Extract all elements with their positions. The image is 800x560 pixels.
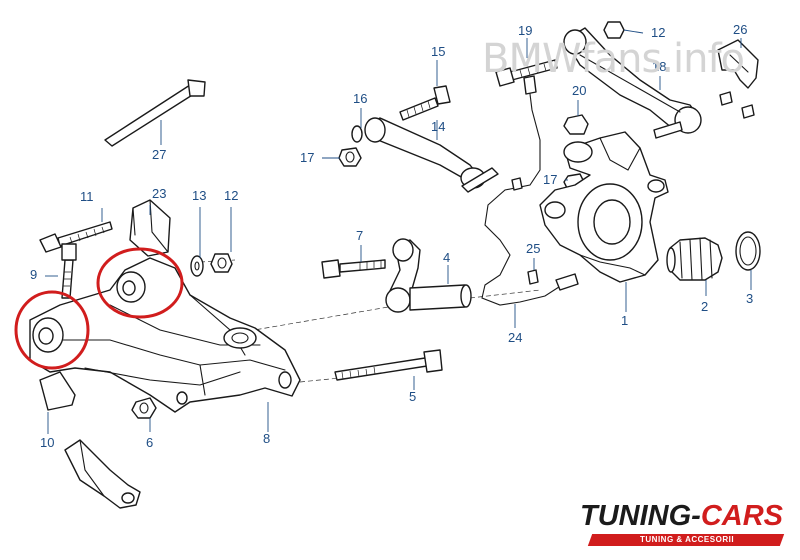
nut-12-top bbox=[603, 21, 625, 39]
callout-26: 26 bbox=[733, 22, 748, 37]
long-bolt-11 bbox=[39, 221, 113, 253]
logo-title-accent: CARS bbox=[700, 500, 783, 532]
callout-25: 25 bbox=[526, 241, 541, 256]
washer-13 bbox=[190, 255, 204, 277]
leader-lines bbox=[45, 29, 752, 434]
abs-sensor-wire-24 bbox=[481, 75, 579, 306]
callout-19: 19 bbox=[518, 23, 533, 38]
ring-3 bbox=[735, 231, 761, 271]
tuning-cars-logo: TUNING-CARS TUNING & ACCESORII bbox=[580, 500, 785, 552]
axis-line bbox=[469, 289, 541, 299]
nut-12-left bbox=[210, 253, 233, 273]
front-bushing bbox=[32, 317, 64, 353]
front-bushing-circle bbox=[14, 290, 90, 370]
callout-4: 4 bbox=[443, 250, 451, 265]
toe-link-4 bbox=[385, 238, 472, 313]
long-bolt-5 bbox=[334, 349, 443, 381]
callout-18: 18 bbox=[652, 59, 667, 74]
callout-20: 20 bbox=[572, 83, 587, 98]
callout-8: 8 bbox=[263, 431, 271, 446]
cable-tie bbox=[104, 79, 206, 147]
callout-17-left: 17 bbox=[300, 150, 315, 165]
nut-17-left bbox=[338, 147, 362, 167]
callout-7: 7 bbox=[356, 228, 364, 243]
callout-5: 5 bbox=[409, 389, 417, 404]
callout-15: 15 bbox=[431, 44, 446, 59]
upper-link-14 bbox=[364, 117, 499, 193]
logo-title: TUNING-CARS bbox=[580, 500, 783, 533]
bolt-15 bbox=[399, 85, 451, 121]
callout-27: 27 bbox=[152, 147, 167, 162]
callout-1: 1 bbox=[621, 313, 629, 328]
bolt-19 bbox=[495, 59, 558, 87]
support-bracket bbox=[64, 439, 141, 509]
callout-14: 14 bbox=[431, 119, 446, 134]
callout-23: 23 bbox=[152, 186, 167, 201]
rear-bushing bbox=[116, 271, 146, 303]
watermark-text: BMWfans.info bbox=[482, 36, 745, 82]
callout-16: 16 bbox=[353, 91, 368, 106]
cv-boot-2 bbox=[666, 237, 723, 281]
bushing-20 bbox=[563, 114, 589, 135]
upper-arm-18 bbox=[563, 27, 702, 139]
callout-6: 6 bbox=[146, 435, 154, 450]
nut-6 bbox=[131, 397, 157, 419]
axis-line bbox=[224, 304, 401, 336]
wheel-carrier-1 bbox=[539, 131, 669, 283]
callout-17-right: 17 bbox=[543, 172, 558, 187]
axis-line bbox=[299, 377, 341, 383]
callout-11: 11 bbox=[80, 189, 94, 204]
subframe-8 bbox=[29, 257, 301, 413]
callout-24: 24 bbox=[508, 330, 523, 345]
callout-2: 2 bbox=[701, 299, 709, 314]
rear-bushing-circle bbox=[96, 247, 184, 319]
bracket-23 bbox=[129, 199, 171, 257]
abs-sensor-25 bbox=[527, 269, 539, 285]
bushing-16 bbox=[351, 125, 363, 143]
callout-12-top: 12 bbox=[651, 25, 666, 40]
callout-13: 13 bbox=[192, 188, 207, 203]
bolt-7 bbox=[321, 259, 386, 279]
logo-title-prefix: TUNING- bbox=[580, 500, 701, 532]
clip-26 bbox=[717, 39, 759, 119]
bracket-10 bbox=[39, 371, 76, 411]
callout-12-left: 12 bbox=[224, 188, 239, 203]
callout-10: 10 bbox=[40, 435, 55, 450]
logo-subtitle: TUNING & ACCESORII bbox=[640, 535, 735, 544]
callout-9: 9 bbox=[30, 267, 38, 282]
bolt-9 bbox=[61, 243, 77, 299]
callout-3: 3 bbox=[746, 291, 754, 306]
